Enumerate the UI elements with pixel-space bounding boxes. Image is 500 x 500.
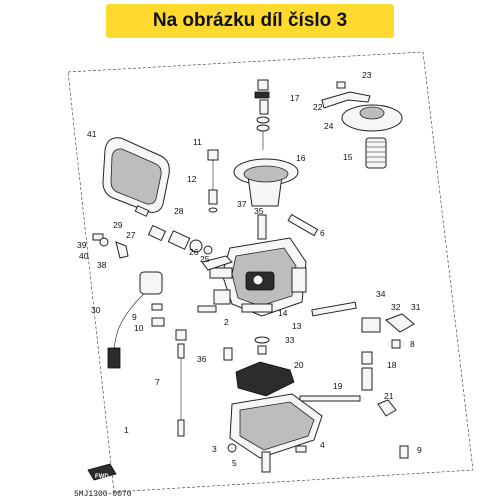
callout-11: 11 [193, 137, 202, 147]
callout-21: 21 [384, 391, 394, 401]
fwd-arrow-icon: FWD [87, 463, 117, 481]
part-10-washer [151, 317, 165, 327]
part-9-bottom-screw [399, 445, 409, 459]
part-9-screw [151, 303, 163, 311]
part-34-32-31 [311, 301, 415, 333]
callout-41: 41 [87, 129, 97, 139]
part-2-screw [197, 305, 217, 313]
callout-5: 5 [232, 458, 237, 468]
callout-15: 15 [343, 152, 353, 162]
part-28-linkage [147, 224, 233, 271]
part-16-diaphragm [233, 158, 299, 207]
callout-6: 6 [320, 228, 325, 238]
part-29-screw [134, 205, 150, 217]
callout-3: 3 [212, 444, 217, 454]
callout-27: 27 [126, 230, 136, 240]
diagram-frame [67, 51, 474, 493]
callout-39: 39 [77, 240, 87, 250]
callout-2: 2 [224, 317, 229, 327]
title-banner: Na obrázku díl číslo 3 [106, 4, 394, 38]
part-7-needle-jet [175, 329, 187, 437]
callout-1: 1 [124, 425, 129, 435]
part-5-screw [261, 451, 271, 473]
callout-38: 38 [97, 260, 107, 270]
part-6-hose [287, 213, 319, 237]
part-35-piston [257, 214, 267, 240]
callout-25: 25 [200, 254, 210, 264]
part-33-screw [257, 345, 267, 355]
callout-33: 33 [285, 335, 295, 345]
callout-31: 31 [411, 302, 421, 312]
callout-12: 12 [187, 174, 197, 184]
callout-34: 34 [376, 289, 386, 299]
callout-13: 13 [292, 321, 302, 331]
part-15-spring [365, 137, 387, 169]
part-4-screw [295, 445, 307, 453]
callout-35: 35 [254, 206, 264, 216]
part-12-jet [207, 149, 219, 213]
callout-26: 26 [189, 247, 199, 257]
callout-40: 40 [79, 251, 89, 261]
part-18-valve [361, 351, 397, 417]
callout-24: 24 [324, 121, 334, 131]
part-30-cable [107, 271, 163, 369]
callout-10: 10 [134, 323, 144, 333]
callout-30: 30 [91, 305, 101, 315]
callout-22: 22 [313, 102, 323, 112]
callout-37: 37 [237, 199, 247, 209]
callout-19: 19 [333, 381, 343, 391]
part-36-plug [223, 347, 233, 361]
callout-9: 9 [417, 445, 422, 455]
diagram-code: 5MJ1300-0070 [74, 490, 132, 499]
callout-14: 14 [278, 308, 288, 318]
callout-18: 18 [387, 360, 397, 370]
part-39-40-38 [92, 233, 129, 259]
callout-17: 17 [290, 93, 300, 103]
part-8-screw [391, 339, 401, 349]
part-14-seal [254, 336, 270, 344]
part-19-pin [299, 395, 361, 402]
part-22-bracket [321, 81, 371, 109]
callout-36: 36 [197, 354, 207, 364]
carburetor-body [209, 237, 307, 317]
title-text: Na obrázku díl číslo 3 [152, 10, 348, 31]
callout-9: 9 [132, 312, 137, 322]
callout-32: 32 [391, 302, 401, 312]
callout-28: 28 [174, 206, 184, 216]
part-17-needle-set [254, 79, 270, 150]
callout-29: 29 [113, 220, 123, 230]
callout-4: 4 [320, 440, 325, 450]
callout-8: 8 [410, 339, 415, 349]
part-3-washer [227, 443, 237, 453]
part-20-float [235, 361, 295, 397]
callout-16: 16 [296, 153, 306, 163]
callout-7: 7 [155, 377, 160, 387]
fwd-label: FWD [95, 474, 109, 480]
callout-23: 23 [362, 70, 372, 80]
part-24-cover [341, 104, 403, 132]
callout-20: 20 [294, 360, 304, 370]
part-41-filter [102, 137, 170, 213]
part-float-bowl [229, 393, 323, 459]
